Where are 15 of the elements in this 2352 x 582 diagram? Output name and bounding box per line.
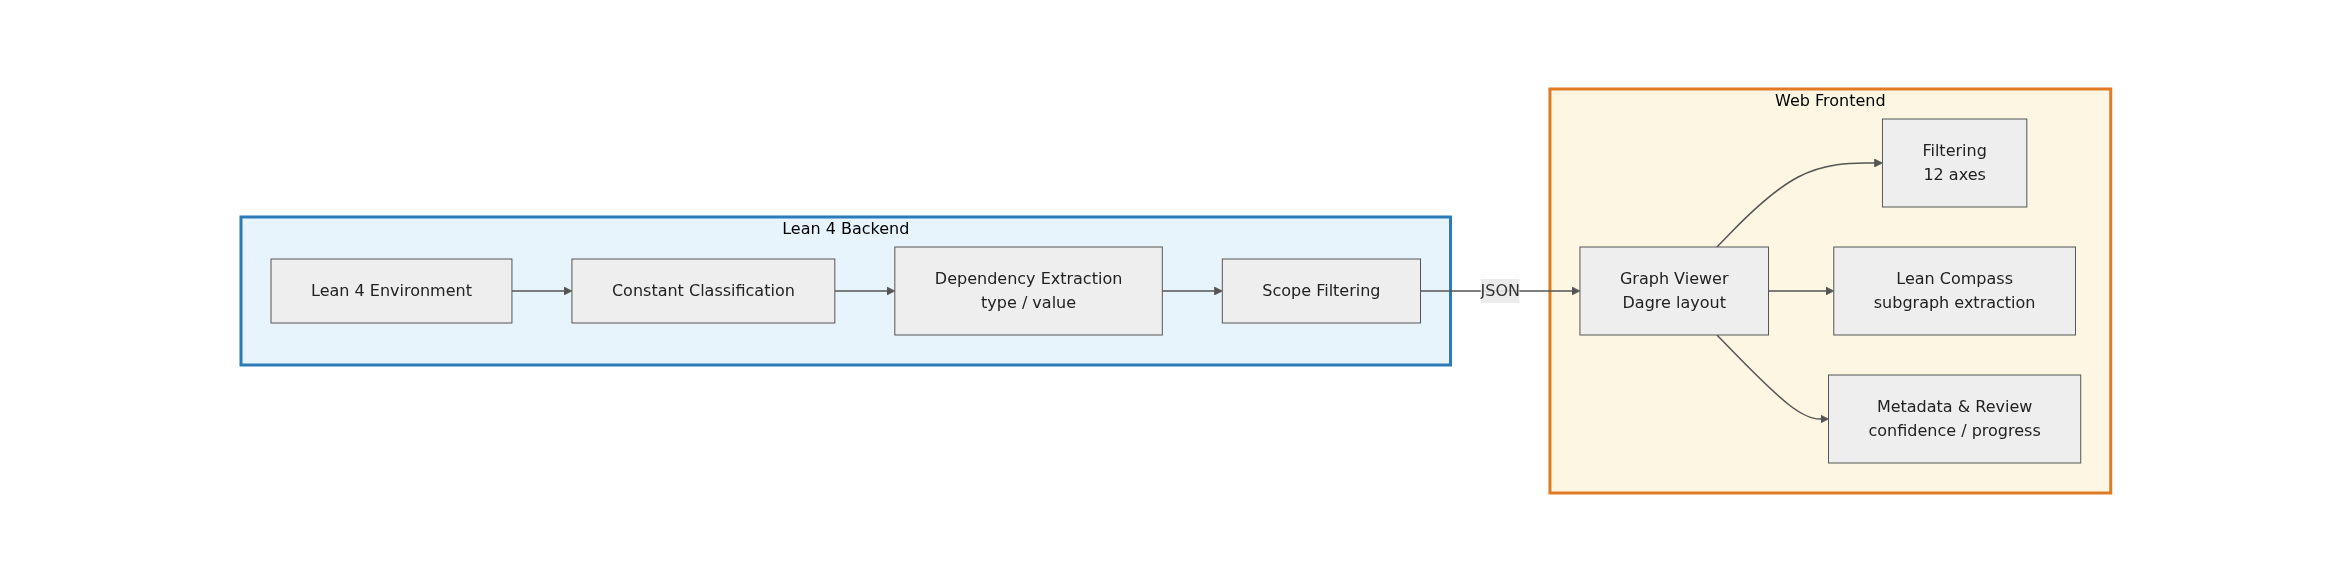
node-box: Lean 4 Environment [270, 258, 513, 324]
node-box: Metadata & Review confidence / progress [1828, 374, 2082, 464]
node-box: Scope Filtering [1221, 258, 1422, 324]
edge-label: JSON [1480, 281, 1521, 300]
node-box: Dependency Extraction type / value [894, 246, 1163, 336]
arrow [1716, 158, 1883, 248]
node-box: Graph Viewer Dagre layout [1579, 246, 1770, 336]
arrow [834, 286, 896, 296]
arrow [1767, 286, 1835, 296]
arrow [511, 286, 573, 296]
arrow [1716, 334, 1830, 424]
node-box: Constant Classification [571, 258, 836, 324]
node-box: Lean Compass subgraph extraction [1833, 246, 2077, 336]
node-box: Filtering 12 axes [1882, 118, 2028, 208]
arrow [1161, 286, 1223, 296]
